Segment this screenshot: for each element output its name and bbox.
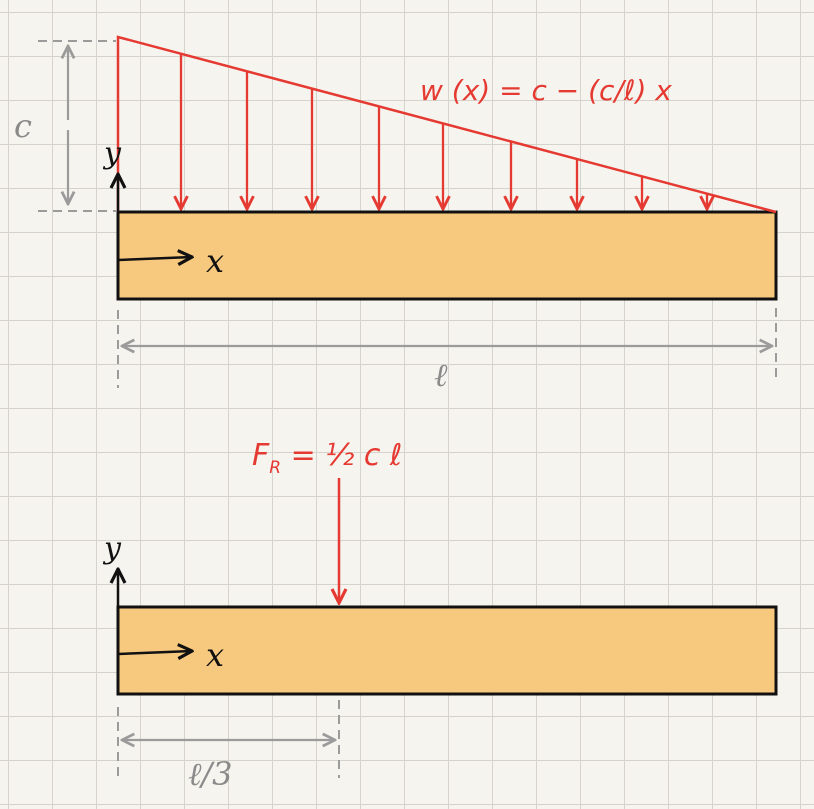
bottom-y-axis-label: y — [102, 531, 122, 566]
top-beam — [116, 210, 778, 301]
length-dimension: ℓ — [117, 308, 777, 394]
top-x-axis-label: x — [206, 242, 224, 280]
load-equation: w (x) = c − (c/ℓ) x — [420, 74, 672, 107]
resultant-force-label: FR = ½ c ℓ — [252, 438, 402, 478]
top-diagram: w (x) = c − (c/ℓ) x c y x ℓ — [14, 35, 778, 394]
position-label: ℓ/3 — [188, 755, 232, 793]
top-x-axis — [117, 257, 192, 260]
height-label: c — [14, 107, 32, 145]
load-arrows — [181, 53, 707, 209]
bottom-x-axis — [117, 651, 192, 654]
top-y-axis-label: y — [102, 136, 122, 171]
height-dimension: c — [14, 40, 116, 212]
length-label: ℓ — [434, 356, 448, 394]
bottom-x-axis-label: x — [206, 636, 224, 674]
bottom-beam — [116, 605, 778, 696]
bottom-diagram: FR = ½ c ℓ y x ℓ/3 — [102, 438, 778, 793]
load-distribution-outline — [116, 35, 777, 214]
position-dimension: ℓ/3 — [117, 700, 340, 793]
